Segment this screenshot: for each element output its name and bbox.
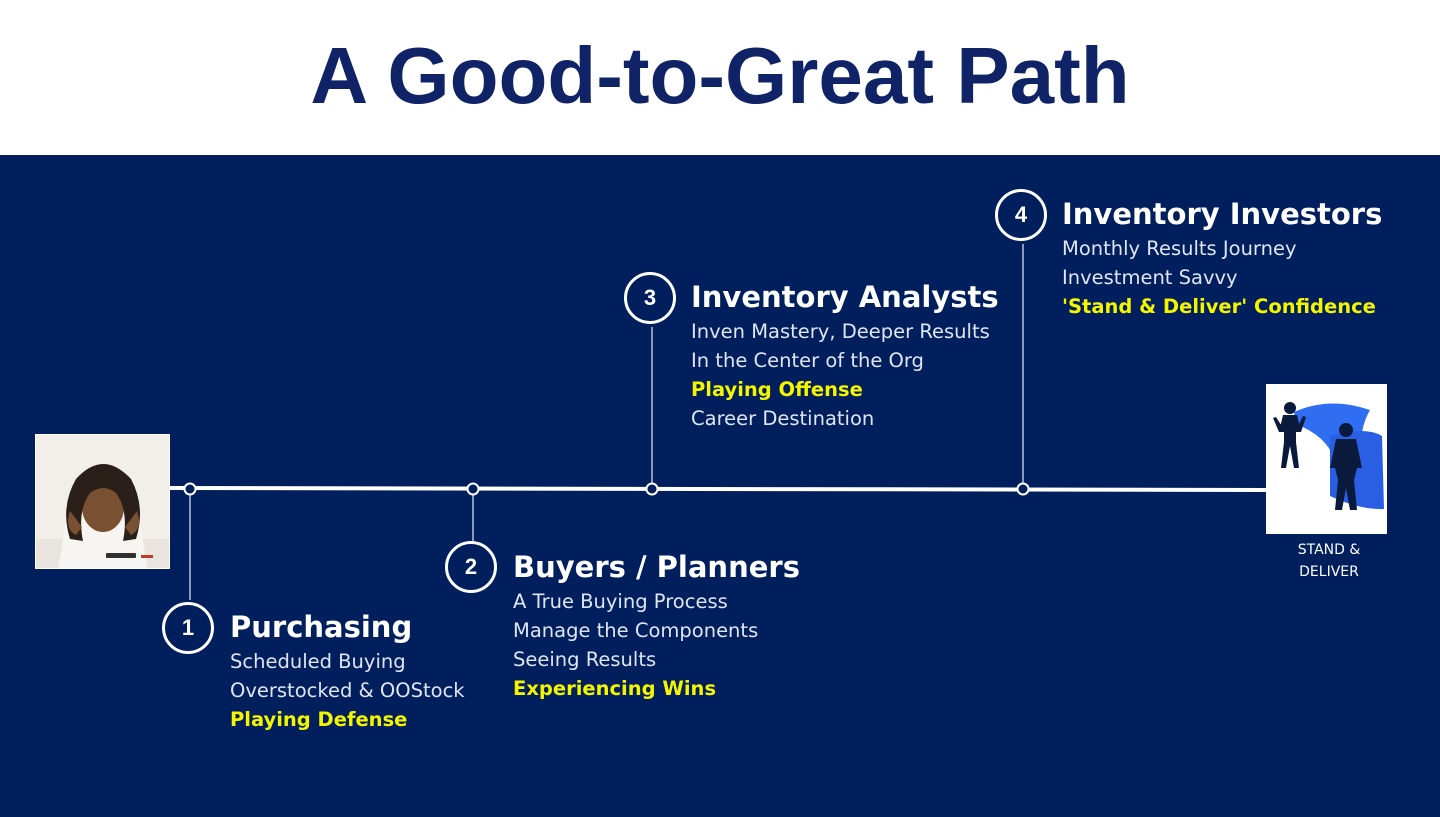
stage-4-line-2: Investment Savvy <box>1062 263 1382 292</box>
end-label-line-2: DELIVER <box>1274 561 1384 583</box>
stage-2-line-2: Manage the Components <box>513 616 800 645</box>
stage-4-line-1: Monthly Results Journey <box>1062 234 1382 263</box>
superhero-silhouettes-icon <box>1266 384 1387 534</box>
stand-deliver-image <box>1266 384 1387 534</box>
stage-2-line-4: Experiencing Wins <box>513 674 800 703</box>
stage-2-line-3: Seeing Results <box>513 645 800 674</box>
stand-deliver-label: STAND & DELIVER <box>1274 539 1384 583</box>
stage-2-block: Buyers / Planners A True Buying Process … <box>513 547 800 703</box>
stage-2-node <box>468 484 479 495</box>
stage-1-line-2: Overstocked & OOStock <box>230 676 465 705</box>
stressed-person-icon <box>36 435 170 569</box>
stage-4-block: Inventory Investors Monthly Results Jour… <box>1062 194 1382 321</box>
stage-4-line-3: 'Stand & Deliver' Confidence <box>1062 292 1382 321</box>
stage-1-title: Purchasing <box>230 607 465 647</box>
stage-3-line-4: Career Destination <box>691 404 999 433</box>
stage-3-line-2: In the Center of the Org <box>691 346 999 375</box>
stage-1-block: Purchasing Scheduled Buying Overstocked … <box>230 607 465 734</box>
stage-1-line-3: Playing Defense <box>230 705 465 734</box>
end-label-line-1: STAND & <box>1274 539 1384 561</box>
stage-3-block: Inventory Analysts Inven Mastery, Deeper… <box>691 277 999 433</box>
stage-2-title: Buyers / Planners <box>513 547 800 587</box>
stressed-person-image <box>35 434 170 569</box>
stage-2-number-circle: 2 <box>445 541 497 593</box>
stage-4-title: Inventory Investors <box>1062 194 1382 234</box>
stage-1-node <box>185 484 196 495</box>
stage-4-number-circle: 4 <box>995 189 1047 241</box>
stage-3-line-3: Playing Offense <box>691 375 999 404</box>
stage-2-line-1: A True Buying Process <box>513 587 800 616</box>
stage-3-node <box>647 484 658 495</box>
stage-3-title: Inventory Analysts <box>691 277 999 317</box>
stage-3-number-circle: 3 <box>624 272 676 324</box>
stage-3-line-1: Inven Mastery, Deeper Results <box>691 317 999 346</box>
stage-1-line-1: Scheduled Buying <box>230 647 465 676</box>
stage-1-number-circle: 1 <box>162 602 214 654</box>
timeline-axis <box>170 488 1268 490</box>
stage-4-node <box>1018 484 1029 495</box>
